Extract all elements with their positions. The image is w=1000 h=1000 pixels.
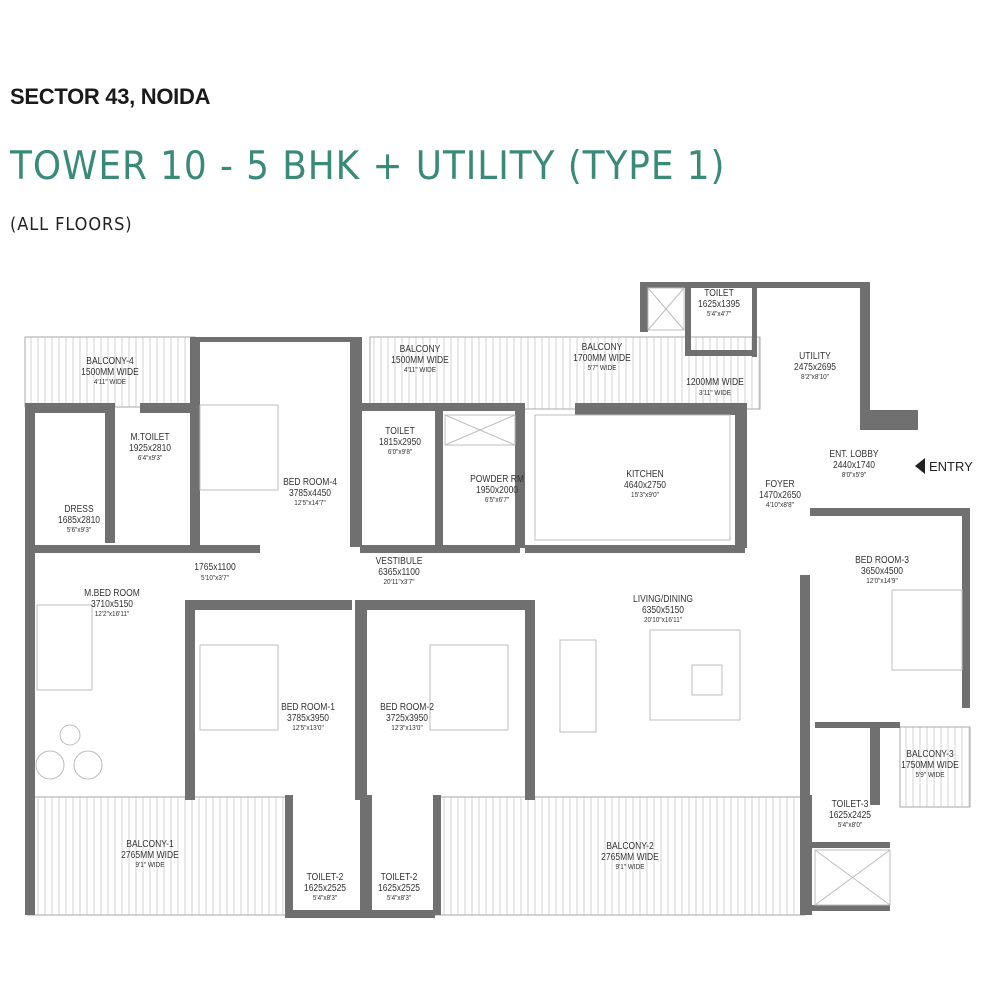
balconies-hatched <box>24 336 971 916</box>
arrow-left-triangle-icon <box>915 458 925 474</box>
project-location: SECTOR 43, NOIDA <box>10 84 211 109</box>
plan-title: TOWER 10 - 5 BHK + UTILITY (TYPE 1) <box>10 144 726 189</box>
fixtures <box>35 287 963 906</box>
plan-subtitle: (ALL FLOORS) <box>10 214 133 235</box>
entry-label: ENTRY <box>929 458 973 474</box>
walls <box>25 282 970 918</box>
entry-marker: ENTRY <box>915 458 973 474</box>
